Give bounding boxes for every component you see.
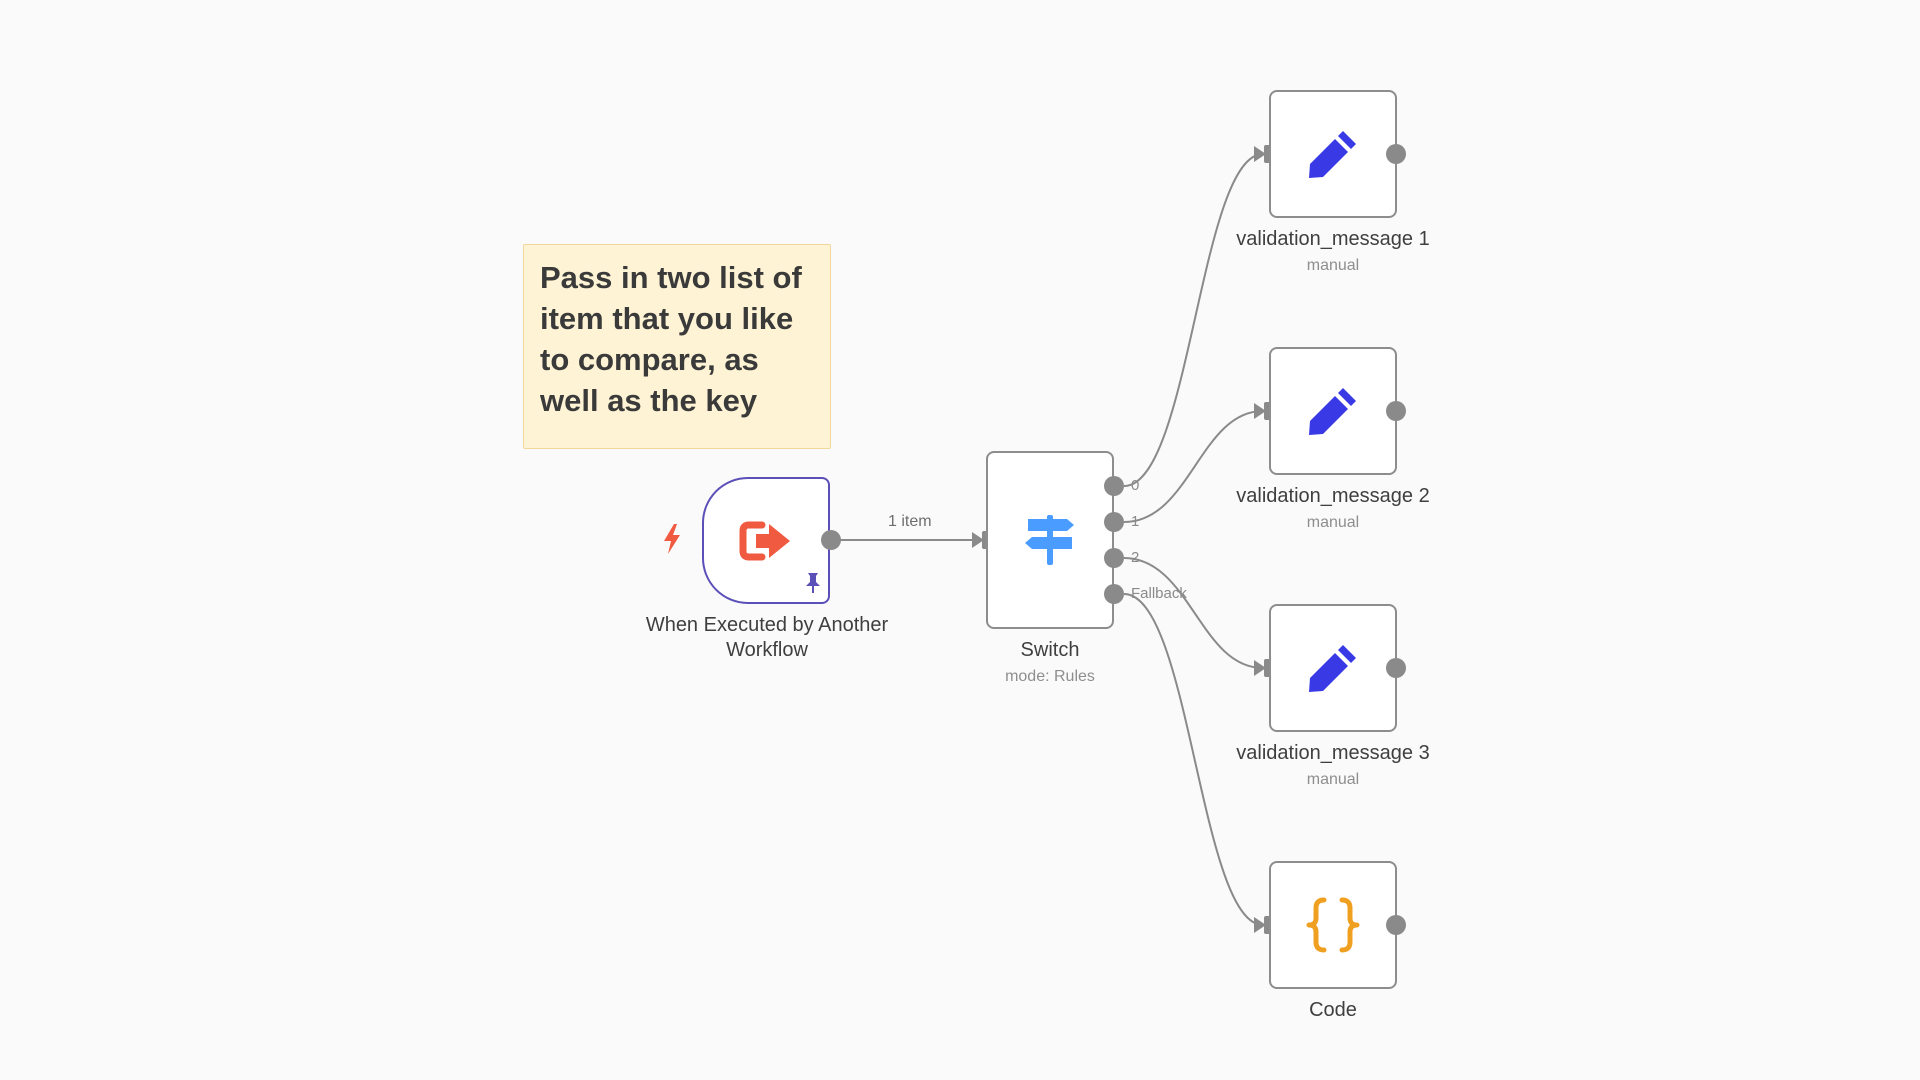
validation-2-output-port[interactable] [1386, 401, 1406, 421]
validation-message-3-label: validation_message 3 [1236, 742, 1430, 764]
edge-item-count: 1 item [888, 513, 932, 530]
switch-output-port-1[interactable] [1104, 512, 1124, 532]
validation-message-1-node[interactable] [1269, 90, 1397, 218]
trigger-output-port[interactable] [821, 530, 841, 550]
switch-node-label: Switch [1020, 639, 1080, 661]
validation-3-input-port[interactable] [1264, 659, 1273, 677]
validation-2-input-port[interactable] [1264, 402, 1273, 420]
code-node-label: Code [1309, 999, 1357, 1021]
switch-node[interactable] [986, 451, 1114, 629]
lightning-bolt-icon [664, 524, 680, 554]
validation-1-output-port[interactable] [1386, 144, 1406, 164]
edge-switch-0-validation-1 [1123, 153, 1264, 487]
switch-output-label-0: 0 [1131, 477, 1140, 494]
validation-3-output-port[interactable] [1386, 658, 1406, 678]
pen-icon [1309, 645, 1356, 692]
code-braces-icon [1306, 897, 1360, 953]
code-output-port[interactable] [1386, 915, 1406, 935]
sticky-note[interactable]: Pass in two list of item that you like t… [523, 244, 831, 449]
sticky-note-text: Pass in two list of item that you like t… [540, 260, 802, 418]
pen-icon [1309, 131, 1356, 178]
switch-output-label-fallback: Fallback [1131, 585, 1187, 602]
pen-icon [1309, 388, 1356, 435]
switch-output-port-0[interactable] [1104, 476, 1124, 496]
validation-message-2-node[interactable] [1269, 347, 1397, 475]
validation-message-3-subtitle: manual [1306, 771, 1360, 788]
trigger-node-label: When Executed by Another Workflow [645, 614, 889, 661]
validation-message-1-subtitle: manual [1306, 257, 1360, 274]
switch-output-port-fallback[interactable] [1104, 584, 1124, 604]
validation-1-input-port[interactable] [1264, 145, 1273, 163]
code-input-port[interactable] [1264, 916, 1273, 934]
switch-output-label-2: 2 [1131, 549, 1140, 566]
switch-output-label-1: 1 [1131, 513, 1140, 530]
sign-out-icon [739, 521, 790, 560]
switch-output-port-2[interactable] [1104, 548, 1124, 568]
validation-message-1-label: validation_message 1 [1236, 228, 1430, 250]
validation-message-3-node[interactable] [1269, 604, 1397, 732]
validation-message-2-subtitle: manual [1306, 514, 1360, 531]
validation-message-2-label: validation_message 2 [1236, 485, 1430, 507]
signpost-icon [1025, 515, 1074, 565]
code-node[interactable] [1269, 861, 1397, 989]
pin-icon [806, 573, 820, 593]
switch-node-subtitle: mode: Rules [1005, 668, 1095, 685]
